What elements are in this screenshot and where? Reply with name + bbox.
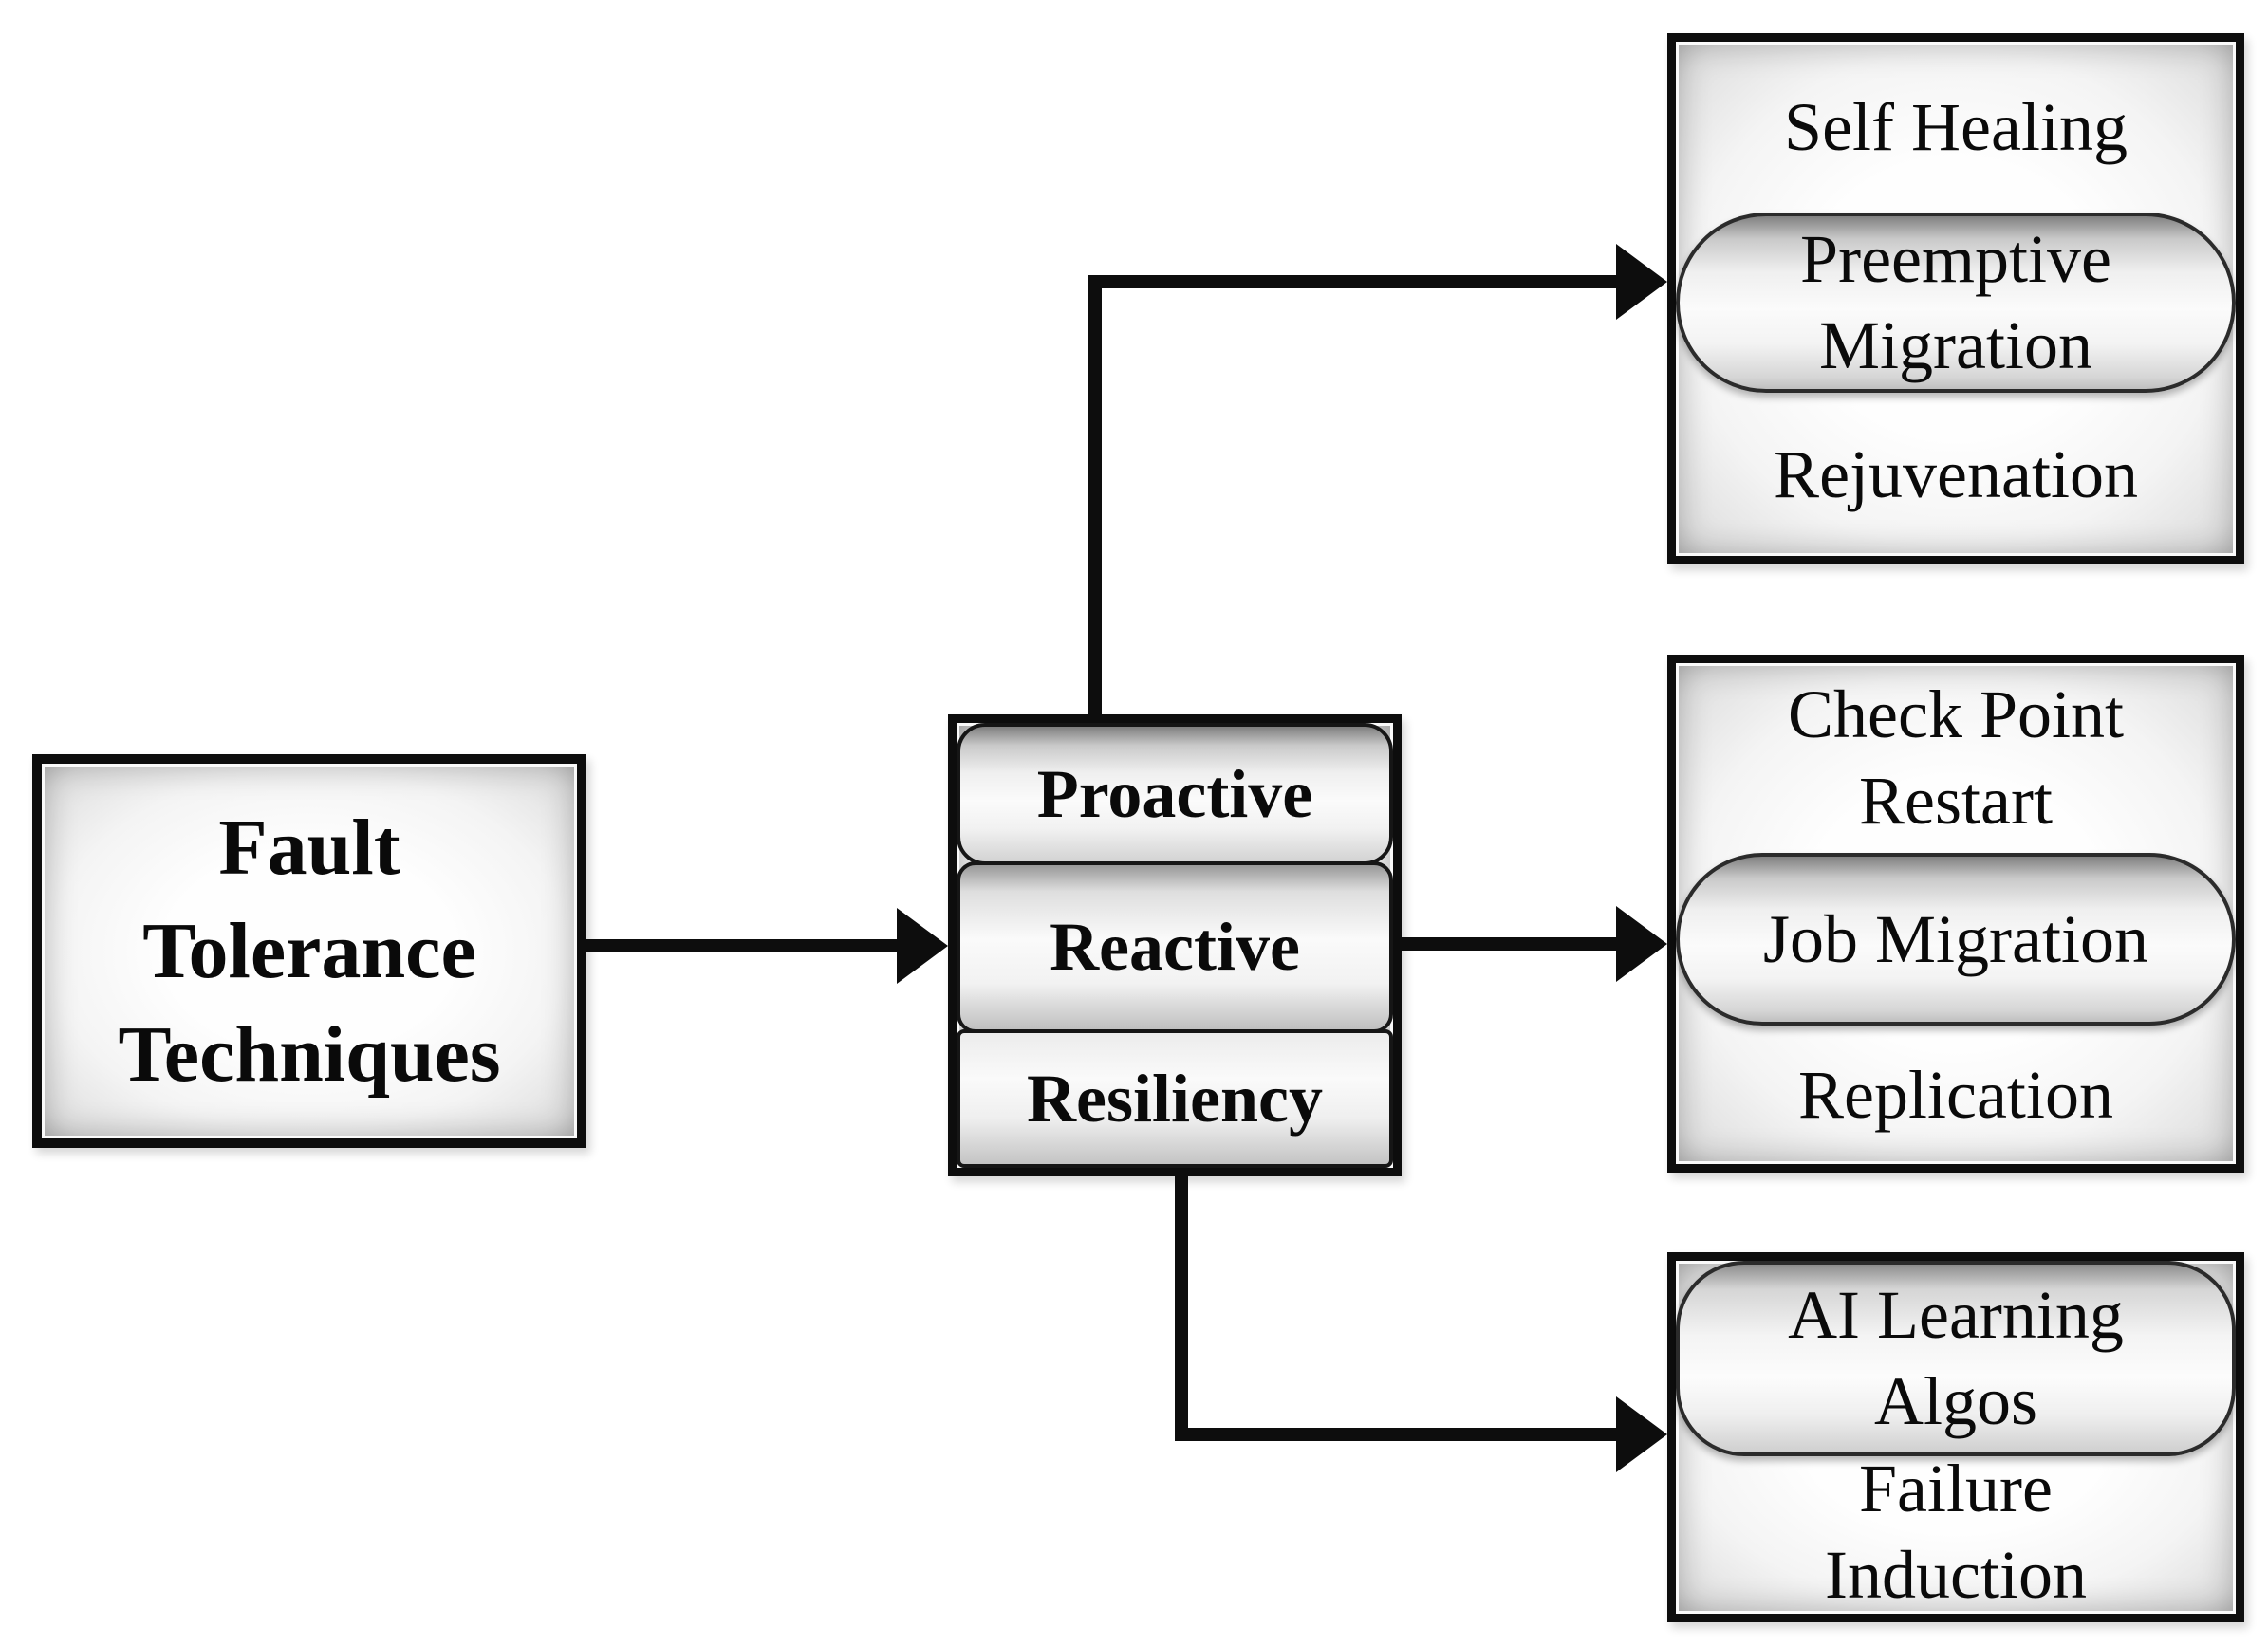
category-proactive-label: Proactive [1036, 755, 1313, 832]
category-proactive: Proactive [957, 723, 1393, 865]
technique-failure-induction: Failure Induction [1676, 1451, 2236, 1613]
technique-rejuvenation-label: Rejuvenation [1774, 435, 2138, 512]
category-resiliency: Resiliency [957, 1029, 1393, 1168]
technique-self-healing-label: Self Healing [1784, 88, 2128, 165]
technique-self-healing: Self Healing [1676, 42, 2236, 213]
technique-replication-label: Replication [1798, 1056, 2113, 1133]
connector-root-to-categories-line [583, 939, 901, 952]
connector-reactive-arrowhead [1616, 906, 1667, 982]
resiliency-techniques-box: AI Learning Algos Failure Induction [1667, 1252, 2244, 1622]
technique-rejuvenation: Rejuvenation [1676, 393, 2236, 556]
connector-resiliency-arrowhead [1616, 1396, 1667, 1472]
technique-preemptive-migration-label: Preemptive Migration [1800, 221, 2111, 383]
technique-ai-learning-algos: AI Learning Algos [1676, 1261, 2236, 1456]
root-box-fault-tolerance-techniques: Fault Tolerance Techniques [32, 754, 586, 1148]
connector-proactive-arrowhead [1616, 244, 1667, 320]
technique-ai-learning-algos-label: AI Learning Algos [1788, 1277, 2124, 1439]
proactive-techniques-box: Self Healing Preemptive Migration Rejuve… [1667, 33, 2244, 564]
technique-check-point-restart: Check Point Restart [1676, 663, 2236, 853]
reactive-techniques-box: Check Point Restart Job Migration Replic… [1667, 655, 2244, 1173]
category-stack-box: Proactive Reactive Resiliency [948, 714, 1402, 1176]
technique-replication: Replication [1676, 1026, 2236, 1164]
root-label: Fault Tolerance Techniques [118, 803, 501, 1100]
technique-job-migration-label: Job Migration [1763, 900, 2148, 977]
connector-root-to-categories-arrowhead [897, 908, 948, 984]
category-reactive-label: Reactive [1050, 909, 1300, 985]
technique-job-migration: Job Migration [1676, 853, 2236, 1026]
connector-reactive-line [1402, 937, 1620, 951]
connector-proactive-horizontal-line [1088, 275, 1620, 288]
connector-resiliency-vertical-line [1175, 1176, 1188, 1434]
technique-preemptive-migration: Preemptive Migration [1676, 213, 2236, 393]
category-reactive: Reactive [957, 861, 1393, 1033]
connector-proactive-vertical-line [1088, 275, 1102, 714]
connector-resiliency-horizontal-line [1175, 1428, 1620, 1441]
category-resiliency-label: Resiliency [1027, 1060, 1323, 1137]
technique-check-point-restart-label: Check Point Restart [1788, 676, 2124, 839]
technique-failure-induction-label: Failure Induction [1825, 1451, 2087, 1613]
